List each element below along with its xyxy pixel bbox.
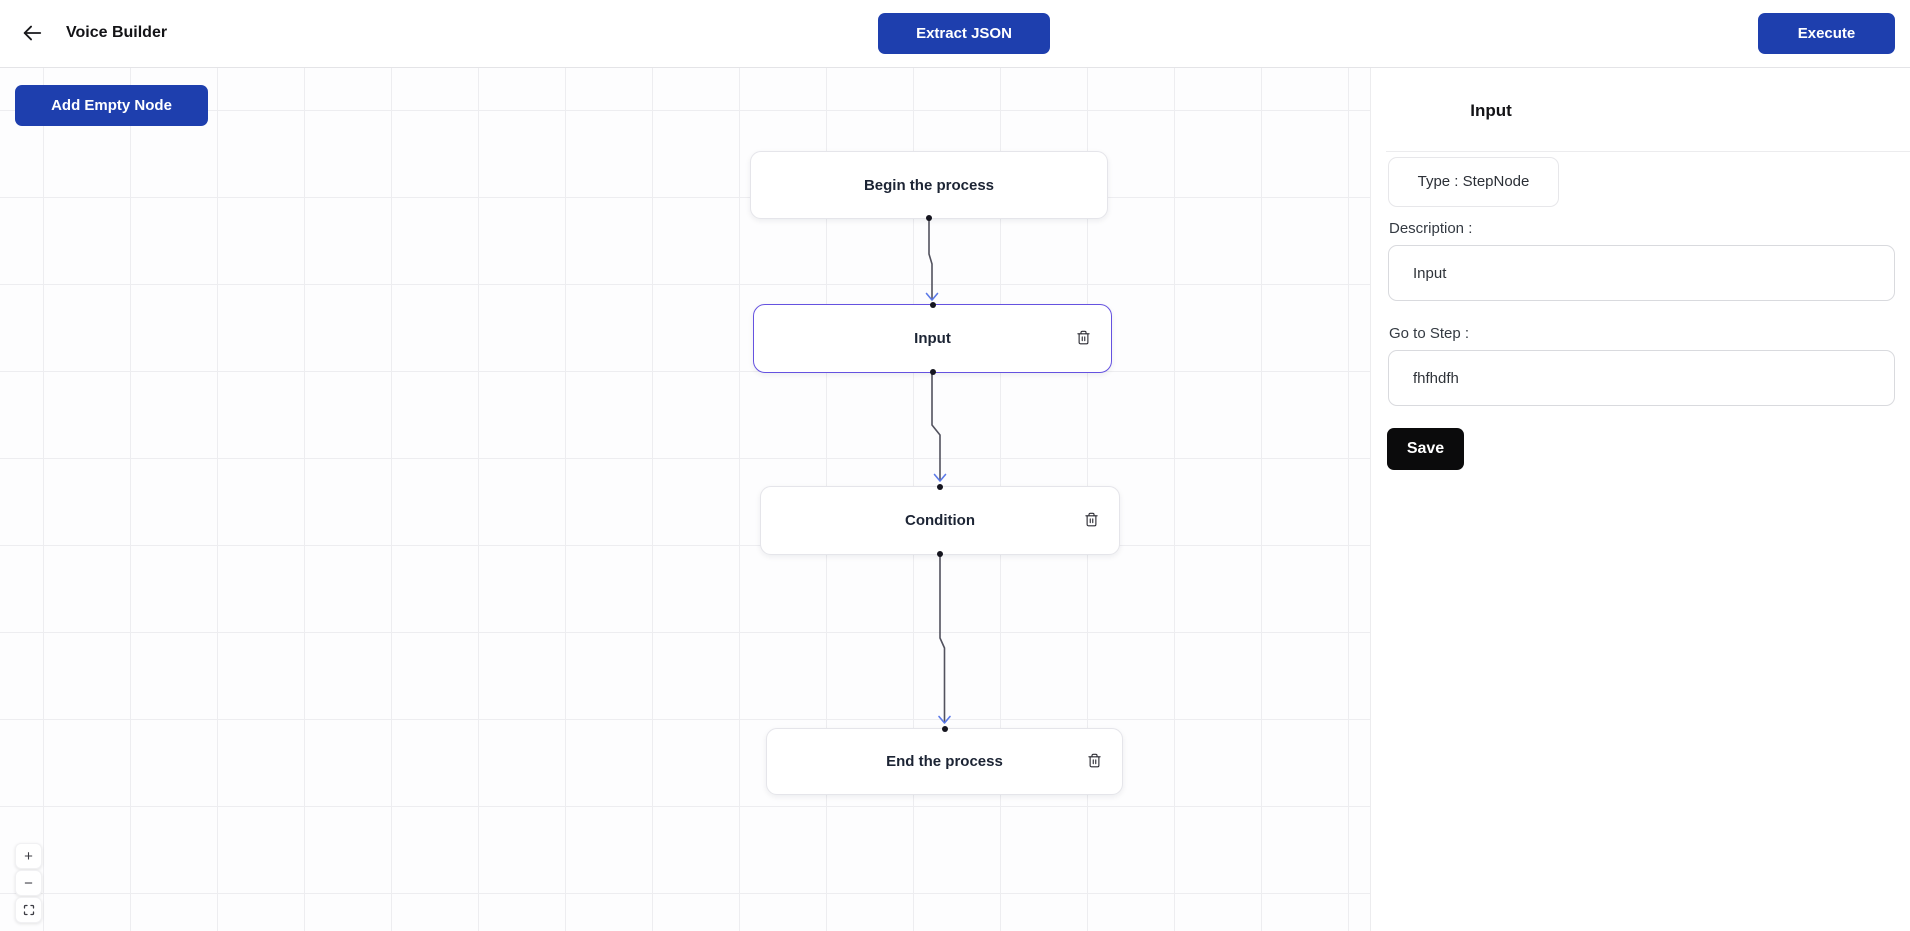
node-label: Condition: [905, 512, 975, 529]
node-handle-bottom[interactable]: [937, 551, 943, 557]
top-bar: Voice Builder Extract JSON Execute: [0, 0, 1910, 68]
node-condition[interactable]: Condition: [760, 484, 1120, 557]
node-label: Begin the process: [863, 176, 995, 194]
trash-icon: [1076, 329, 1091, 348]
node-handle-top[interactable]: [937, 484, 943, 490]
add-empty-node-button[interactable]: Add Empty Node: [15, 85, 208, 126]
edge-input-condition[interactable]: [931, 373, 941, 480]
arrowhead-icon: [938, 715, 951, 724]
node-handle-bottom[interactable]: [929, 369, 936, 375]
node-end[interactable]: End the process: [766, 726, 1123, 795]
extract-json-button[interactable]: Extract JSON: [878, 13, 1050, 54]
node-handle-top[interactable]: [941, 726, 948, 732]
node-handle-top[interactable]: [929, 302, 936, 308]
goto-step-input[interactable]: [1388, 350, 1895, 406]
node-label: End the process: [886, 753, 1003, 770]
edge-condition-end[interactable]: [939, 555, 946, 722]
fullscreen-icon: [23, 904, 35, 916]
canvas-controls: + −: [15, 843, 42, 924]
back-button[interactable]: [18, 20, 46, 48]
edge-begin-input[interactable]: [928, 219, 933, 299]
description-input[interactable]: [1388, 245, 1895, 301]
zoom-out-button[interactable]: −: [15, 870, 42, 896]
panel-divider: [1386, 151, 1910, 152]
description-label: Description :: [1389, 220, 1473, 237]
node-type-badge: Type : StepNode: [1388, 157, 1559, 207]
plus-icon: +: [24, 847, 33, 865]
node-detail-panel: Input Type : StepNode Description : Go t…: [1370, 68, 1910, 931]
delete-node-button[interactable]: [1084, 511, 1099, 530]
arrow-left-icon: [21, 22, 43, 47]
edges-layer: [925, 219, 951, 724]
fit-view-button[interactable]: [15, 897, 42, 923]
node-input[interactable]: Input: [753, 302, 1112, 375]
page-title: Voice Builder: [66, 24, 168, 41]
node-begin[interactable]: Begin the process: [750, 151, 1108, 221]
node-handle-bottom[interactable]: [926, 215, 932, 221]
trash-icon: [1084, 511, 1099, 530]
execute-button[interactable]: Execute: [1758, 13, 1895, 54]
trash-icon: [1087, 752, 1102, 771]
node-label: Input: [914, 330, 951, 347]
arrowhead-icon: [933, 473, 947, 482]
delete-node-button[interactable]: [1076, 329, 1091, 348]
flow-canvas[interactable]: Add Empty Node Begin the process Input: [0, 68, 1370, 931]
save-button[interactable]: Save: [1387, 428, 1464, 470]
arrowhead-icon: [925, 292, 939, 301]
minus-icon: −: [24, 874, 33, 892]
panel-title: Input: [1470, 101, 1512, 120]
zoom-in-button[interactable]: +: [15, 843, 42, 869]
goto-step-label: Go to Step :: [1389, 325, 1470, 342]
delete-node-button[interactable]: [1087, 752, 1102, 771]
